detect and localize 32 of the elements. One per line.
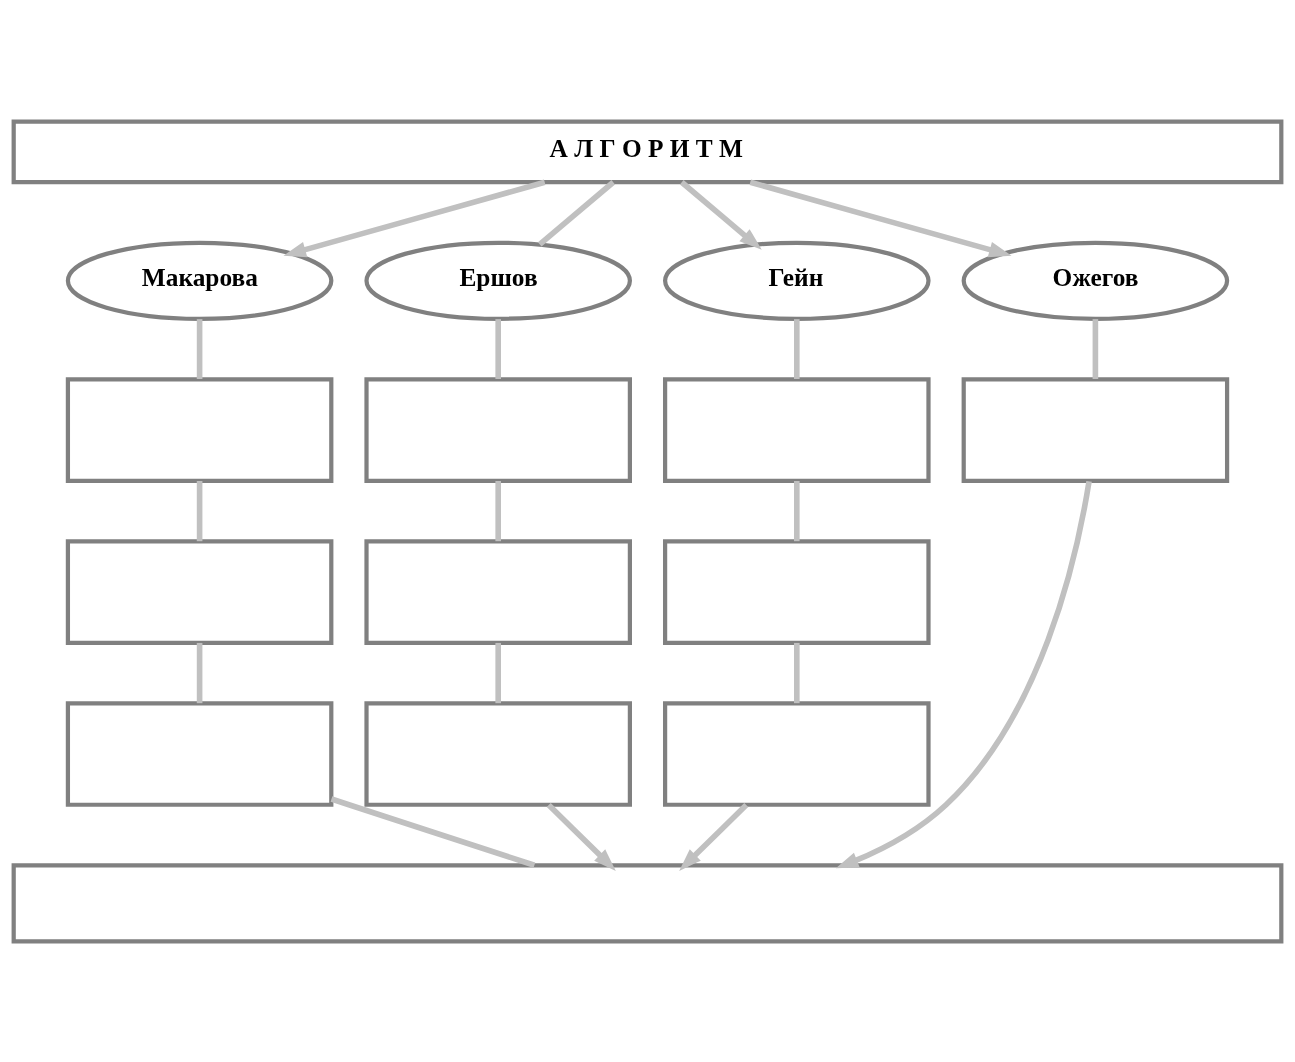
connector — [196, 642, 203, 703]
node-box: А Л Г О Р И Т М — [11, 119, 1284, 184]
node-box — [663, 538, 931, 645]
connector — [495, 642, 501, 703]
node-ellipse: Гейн — [663, 240, 931, 321]
node-box — [364, 700, 632, 807]
arrow — [283, 179, 546, 257]
node-box — [65, 700, 334, 807]
node-box — [663, 700, 931, 807]
arrow — [835, 480, 1092, 868]
connector — [1092, 318, 1099, 379]
connector — [794, 480, 800, 541]
node-box — [65, 538, 334, 645]
connector — [537, 179, 616, 246]
connector — [495, 480, 501, 541]
node-box — [663, 376, 931, 483]
connector — [495, 318, 501, 379]
node-box — [364, 376, 632, 483]
node-box — [961, 376, 1230, 483]
connector — [794, 642, 800, 703]
connector — [196, 480, 203, 541]
connector — [196, 318, 203, 379]
node-box — [364, 538, 632, 645]
arrow — [679, 802, 749, 871]
connector — [794, 318, 800, 379]
node-box — [65, 376, 334, 483]
arrow — [749, 179, 1012, 257]
arrow — [546, 802, 616, 871]
arrow — [679, 179, 762, 250]
node-ellipse: Ершов — [364, 240, 632, 321]
connector — [330, 795, 536, 868]
node-box — [11, 862, 1284, 943]
